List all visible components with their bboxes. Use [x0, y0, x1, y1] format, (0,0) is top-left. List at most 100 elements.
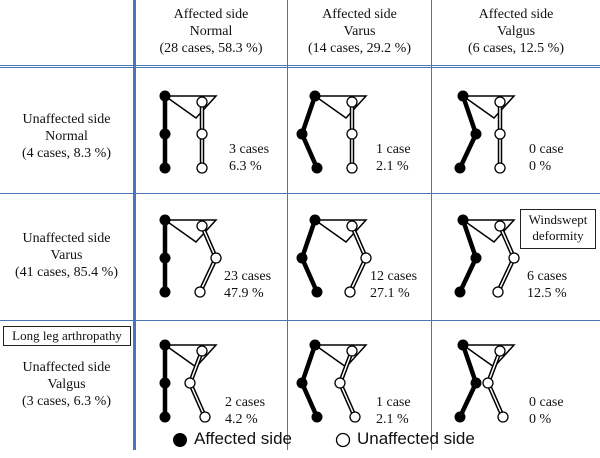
affected-ankle-joint	[159, 286, 171, 298]
leg-diagram-r2-c0	[159, 339, 218, 423]
cell-percent: 27.1 %	[370, 286, 410, 301]
unaffected-ankle-joint	[492, 286, 504, 298]
cell-count: 23 cases	[224, 269, 272, 284]
leg-diagram-r0-c0	[159, 90, 218, 174]
affected-knee-joint	[470, 377, 482, 389]
cell-r0-c2: 0 case 0 %	[529, 141, 564, 175]
unaffected-knee-joint	[196, 128, 208, 140]
affected-ankle-joint	[454, 286, 466, 298]
cell-count: 0 case	[529, 142, 564, 157]
unaffected-hip-joint	[346, 345, 358, 357]
grid-vline-3	[431, 0, 432, 450]
unaffected-knee-joint	[210, 252, 222, 264]
cell-count: 6 cases	[527, 269, 568, 284]
cell-r0-c1: 1 case 2.1 %	[376, 141, 411, 175]
affected-hip-joint	[309, 214, 321, 226]
leg-diagram-r2-c2	[454, 339, 516, 423]
unaffected-ankle-joint	[196, 162, 208, 174]
grid-hline-header	[0, 65, 600, 68]
windswept-deformity-label: Windswept deformity	[520, 209, 596, 249]
affected-knee-joint	[296, 128, 308, 140]
unaffected-ankle-joint	[346, 162, 358, 174]
row-header-line2: Varus	[50, 248, 83, 263]
affected-knee-joint	[296, 252, 308, 264]
unaffected-ankle-joint	[349, 411, 361, 423]
cell-percent: 2.1 %	[376, 412, 409, 427]
row-header-line2: Normal	[45, 129, 88, 144]
row-header-line1: Unaffected side	[22, 112, 111, 127]
affected-knee-joint	[296, 377, 308, 389]
cell-percent: 47.9 %	[224, 286, 264, 301]
row-header-line1: Unaffected side	[22, 360, 111, 375]
column-header-line3: (6 cases, 12.5 %)	[467, 41, 565, 56]
column-header-line2: Normal	[189, 24, 233, 39]
pelvis-shape	[460, 344, 516, 368]
column-header-line2: Valgus	[496, 24, 536, 39]
affected-ankle-joint	[454, 411, 466, 423]
leg-diagram-r1-c2	[454, 214, 520, 298]
affected-ankle-joint	[159, 162, 171, 174]
leg-diagram-r1-c1	[296, 214, 372, 298]
cell-percent: 0 %	[529, 412, 552, 427]
pelvis-shape	[460, 95, 516, 119]
pelvis-shape	[162, 95, 218, 119]
row-header-line2: Valgus	[47, 377, 86, 392]
row-header-valgus: Unaffected side Valgus (3 cases, 6.3 %)	[0, 359, 133, 410]
leg-diagram-r2-c1	[296, 339, 368, 423]
unaffected-ankle-joint	[497, 411, 509, 423]
unaffected-knee-joint	[346, 128, 358, 140]
cell-count: 1 case	[376, 395, 411, 410]
leg-diagram-r1-c0	[159, 214, 222, 298]
column-header-line1: Affected side	[478, 7, 554, 22]
column-header-line1: Affected side	[322, 7, 397, 22]
windswept-line2: deformity	[532, 228, 584, 243]
leg-diagram-r0-c1	[296, 90, 368, 174]
cell-r0-c0: 3 cases 6.3 %	[229, 141, 269, 175]
unaffected-knee-joint	[494, 128, 506, 140]
unaffected-hip-joint	[196, 220, 208, 232]
cell-percent: 0 %	[529, 159, 552, 174]
column-header-varus: Affected side Varus (14 cases, 29.2 %)	[288, 6, 431, 57]
unaffected-hip-joint	[494, 220, 506, 232]
cell-percent: 12.5 %	[527, 286, 567, 301]
cell-r1-c0: 23 cases 47.9 %	[224, 268, 271, 302]
affected-hip-joint	[457, 90, 469, 102]
affected-knee-joint	[470, 128, 482, 140]
column-header-line2: Varus	[343, 24, 376, 39]
affected-hip-joint	[159, 90, 171, 102]
row-header-line1: Unaffected side	[22, 231, 111, 246]
affected-ankle-joint	[311, 411, 323, 423]
unaffected-hip-joint	[196, 345, 208, 357]
cell-count: 3 cases	[229, 142, 270, 157]
unaffected-hip-joint	[346, 96, 358, 108]
affected-side-marker	[173, 433, 187, 447]
cell-count: 12 cases	[370, 269, 418, 284]
unaffected-ankle-joint	[194, 286, 206, 298]
row-header-normal: Unaffected side Normal (4 cases, 8.3 %)	[0, 111, 133, 162]
column-header-normal: Affected side Normal (28 cases, 58.3 %)	[136, 6, 286, 57]
long-leg-arthropathy-label: Long leg arthropathy	[3, 326, 131, 346]
unaffected-hip-joint	[494, 96, 506, 108]
affected-ankle-joint	[159, 411, 171, 423]
cell-percent: 4.2 %	[225, 412, 258, 427]
unaffected-knee-joint	[334, 377, 346, 389]
affected-hip-joint	[457, 339, 469, 351]
unaffected-knee-joint	[184, 377, 196, 389]
cell-r2-c0: 2 cases 4.2 %	[225, 394, 265, 428]
cell-count: 2 cases	[225, 395, 266, 410]
row-header-line3: (4 cases, 8.3 %)	[21, 146, 112, 161]
column-header-line3: (14 cases, 29.2 %)	[307, 41, 412, 56]
row-header-line3: (41 cases, 85.4 %)	[14, 265, 119, 280]
leg-diagram-r0-c2	[454, 90, 516, 174]
unaffected-hip-joint	[196, 96, 208, 108]
cell-r1-c1: 12 cases 27.1 %	[370, 268, 417, 302]
cell-count: 0 case	[529, 395, 564, 410]
affected-ankle-joint	[454, 162, 466, 174]
column-header-line1: Affected side	[173, 7, 249, 22]
affected-knee-joint	[159, 377, 171, 389]
affected-hip-joint	[457, 214, 469, 226]
grid-vline-header	[133, 0, 136, 450]
cell-count: 1 case	[376, 142, 411, 157]
cell-percent: 2.1 %	[376, 159, 409, 174]
unaffected-ankle-joint	[199, 411, 211, 423]
